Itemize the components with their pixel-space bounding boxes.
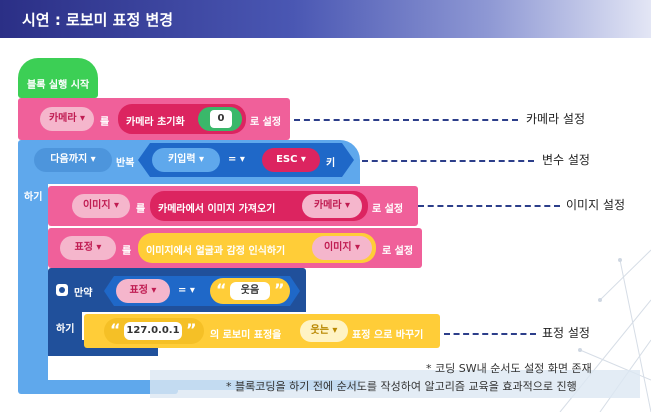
robomi-suffix-label: 표정 으로 바꾸기 [352,330,424,341]
expression-var-dropdown[interactable]: 표정 ▾ [60,236,116,260]
camera-suffix-label: 로 설정 [250,117,282,128]
loop-repeat-label: 반복 [116,158,135,169]
detect-face-label: 이미지에서 얼굴과 감정 인식하기 [146,246,286,257]
variable-setting-annotation: 변수 설정 [542,153,590,167]
robomi-mid-label: 의 로보미 표정을 [210,330,282,341]
slide-header: 시연 : 로보미 표정 변경 [0,0,651,38]
camera-init-label: 카메라 초기화 [126,117,185,128]
expression-type-dropdown[interactable]: 웃는 ▾ [300,320,348,342]
camera-eul-label: 를 [100,117,110,128]
if-gear-icon-center [59,287,65,293]
image-setting-connector [418,205,560,207]
camera-setting-annotation: 카메라 설정 [526,112,586,126]
camera-var-dropdown[interactable]: 카메라 ▾ [40,107,94,131]
note-line-2: * 블록코딩을 하기 전에 순서도를 작성하여 알고리즘 교육을 효과적으로 진… [226,380,577,393]
start-hat-block[interactable]: 블록 실행 시작 [18,58,98,98]
if-close-quote: ” [274,280,285,299]
ip-open-quote: “ [110,320,121,339]
get-image-label: 카메라에서 이미지 가져오기 [158,204,276,215]
expression-eul-label: 를 [122,246,132,257]
loop-until-dropdown[interactable]: 다음까지 ▾ [34,148,112,172]
camera-setting-connector [294,119,518,121]
image-setting-annotation: 이미지 설정 [566,198,626,212]
start-label: 블록 실행 시작 [27,80,90,91]
if-expression-var-dropdown[interactable]: 표정 ▾ [116,279,170,303]
expression-setting-connector [444,333,536,335]
variable-setting-connector [362,160,534,162]
detect-image-dropdown[interactable]: 이미지 ▾ [312,236,372,260]
if-equals-dropdown[interactable]: = ▾ [178,285,195,296]
expression-suffix-label: 로 설정 [382,246,414,257]
if-open-quote: “ [216,280,227,299]
note-background [150,370,640,398]
note-line-1: * 코딩 SW내 순서도 설정 화면 존재 [426,362,592,375]
loop-bottom-arm [18,380,178,394]
loop-do-label: 하기 [24,192,43,203]
if-do-label: 하기 [56,324,75,335]
expression-setting-annotation: 표정 설정 [542,326,590,340]
esc-key-dropdown[interactable]: ESC ▾ [262,148,320,172]
loop-key-label: 키 [326,158,336,169]
ip-close-quote: ” [186,320,197,339]
loop-equals-dropdown[interactable]: = ▾ [228,154,245,165]
camera-init-value[interactable]: 0 [210,110,232,128]
key-input-dropdown[interactable]: 키입력 ▾ [152,148,220,172]
slide-title: 시연 : 로보미 표정 변경 [22,11,174,29]
image-suffix-label: 로 설정 [372,204,404,215]
if-label: 만약 [74,288,93,299]
if-value-input[interactable]: 웃음 [230,282,270,300]
ip-address-input[interactable]: 127.0.0.1 [124,322,182,340]
image-eul-label: 를 [136,204,146,215]
image-var-dropdown[interactable]: 이미지 ▾ [72,194,130,218]
image-camera-dropdown[interactable]: 카메라 ▾ [302,194,362,218]
